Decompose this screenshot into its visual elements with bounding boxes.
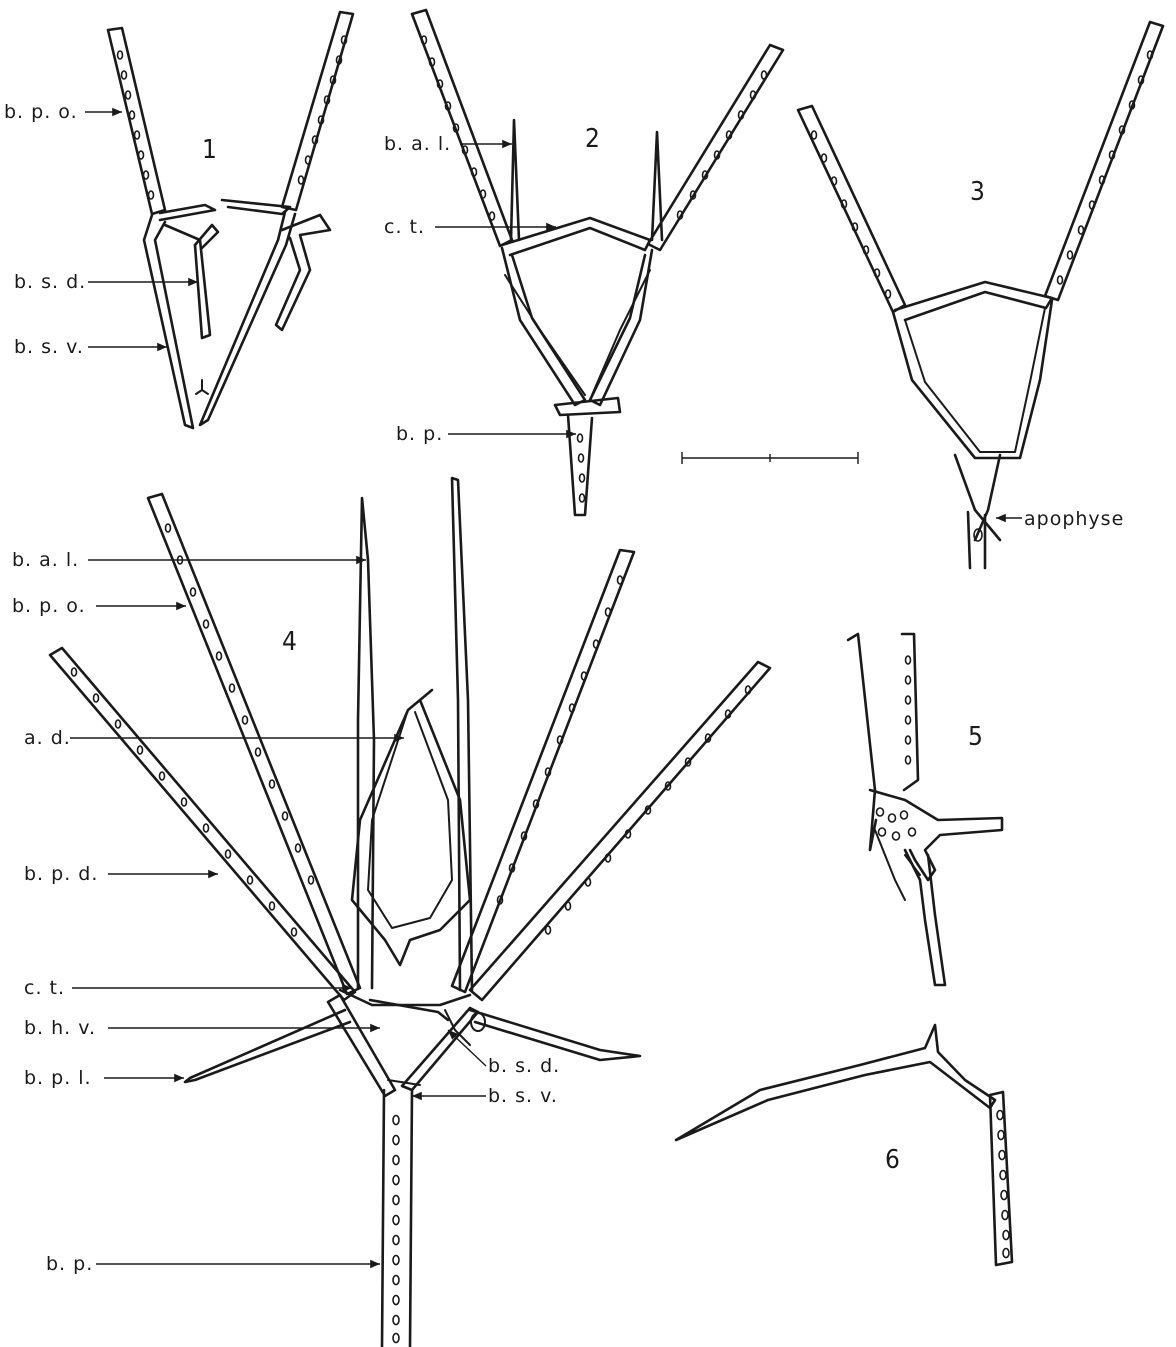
leader-b-s-d-fig4 (448, 1030, 486, 1066)
figure-number-6: 6 (885, 1145, 900, 1175)
figure-2: 2 (384, 10, 783, 515)
figure-6-drawing (676, 1025, 1012, 1265)
figure-3-drawing (798, 22, 1163, 568)
figure-4-drawing (50, 478, 770, 1347)
label-b-a-l-fig4: b. a. l. (12, 549, 79, 571)
figure-number-1: 1 (202, 135, 217, 165)
figure-4: 4 (12, 478, 770, 1347)
label-b-p-fig2: b. p. (396, 423, 443, 445)
scale-bar (682, 452, 858, 464)
figure-5: 5 (848, 634, 1002, 985)
figure-2-drawing (412, 10, 783, 515)
label-c-t-fig4: c. t. (24, 977, 65, 999)
figure-1: 1 (4, 12, 353, 428)
label-c-t-fig2: c. t. (384, 216, 425, 238)
label-b-s-v-fig4: b. s. v. (488, 1085, 558, 1107)
label-b-p-o-fig4: b. p. o. (12, 595, 86, 617)
figure-6: 6 (676, 1025, 1012, 1265)
label-a-d-fig4: a. d. (24, 727, 71, 749)
figure-number-4: 4 (282, 627, 297, 657)
label-b-p-fig4: b. p. (46, 1253, 93, 1275)
label-b-h-v-fig4: b. h. v. (24, 1017, 96, 1039)
label-b-a-l-fig2: b. a. l. (384, 133, 451, 155)
label-b-s-v-fig1: b. s. v. (14, 336, 84, 358)
label-b-p-o-fig1: b. p. o. (4, 101, 78, 123)
figure-1-drawing (108, 12, 353, 428)
label-b-s-d-fig1: b. s. d. (14, 271, 86, 293)
label-b-p-d-fig4: b. p. d. (24, 863, 98, 885)
figure-5-drawing (848, 634, 1002, 985)
label-b-p-l-fig4: b. p. l. (24, 1067, 92, 1089)
figure-3: 3 apophyse (798, 22, 1163, 568)
label-b-s-d-fig4: b. s. d. (488, 1055, 560, 1077)
figure-number-5: 5 (968, 722, 983, 752)
figure-number-2: 2 (585, 124, 600, 154)
figure-number-3: 3 (970, 177, 985, 207)
label-apophyse-fig3: apophyse (1024, 508, 1124, 530)
